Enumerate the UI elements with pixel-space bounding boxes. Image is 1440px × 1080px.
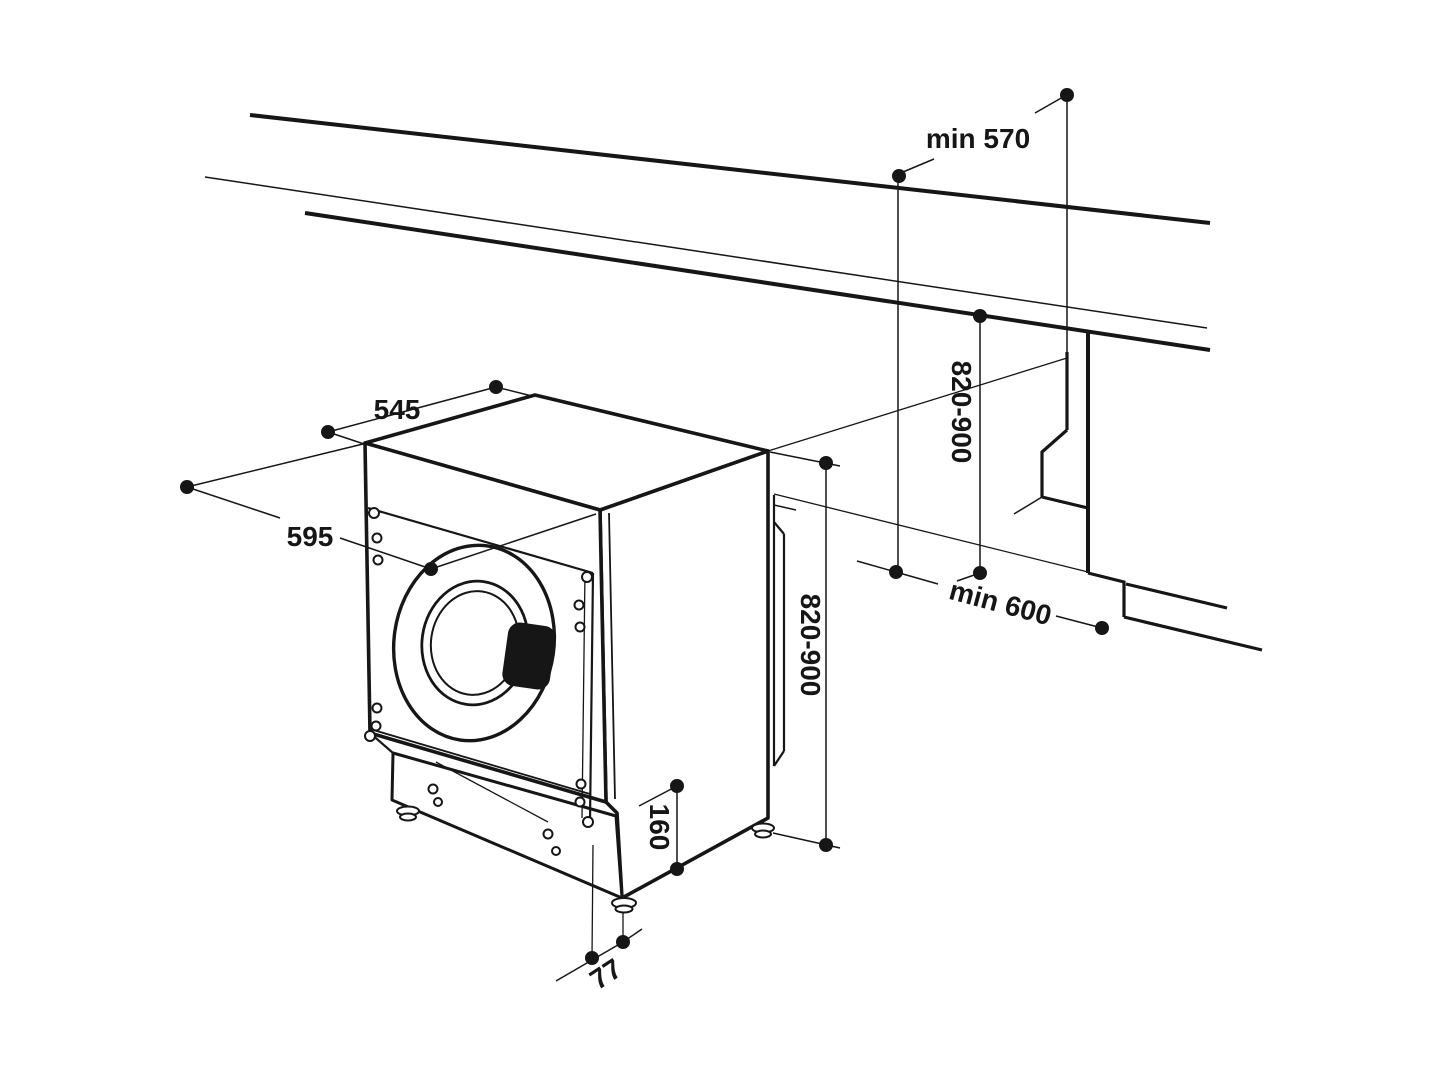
mounting-hole (574, 621, 586, 633)
cabinet-plinth-top-edge (1125, 582, 1228, 610)
worktop-back-edge (249, 113, 1211, 225)
mounting-hole (364, 730, 376, 742)
dim-label-appliance-height: 820-900 (795, 594, 826, 697)
right-cabinet (1086, 331, 1263, 652)
dim-reference-line (591, 844, 594, 959)
mounting-holes (364, 507, 594, 856)
dim-endpoint (892, 169, 906, 183)
mounting-panel-top-edge (367, 506, 594, 575)
mounting-hole (371, 702, 383, 714)
worktop (204, 113, 1211, 352)
mounting-hole (371, 532, 383, 544)
dim-endpoint (1060, 88, 1074, 102)
adjustable-feet (396, 805, 775, 914)
dim-endpoint (819, 456, 833, 470)
machine-right-face (598, 449, 770, 900)
dim-endpoint (889, 565, 903, 579)
dimension-appliance-height: 820-900 (769, 451, 841, 852)
cabinet-side-tick (1013, 496, 1043, 515)
cabinet-side-lower-edge (1041, 495, 1089, 510)
rear-right-foot-base (754, 829, 772, 839)
floor-line (1123, 615, 1263, 652)
panel-top-chamfer (773, 521, 785, 535)
washing-machine (363, 393, 775, 914)
worktop-front-top-edge (204, 176, 1208, 329)
mounting-hole (582, 816, 594, 828)
front-right-foot-base (614, 904, 634, 914)
dim-endpoint (321, 425, 335, 439)
panel-bottom-chamfer (773, 750, 785, 767)
dim-leader (186, 443, 364, 488)
dim-label-undercounter-height: 820-900 (946, 361, 977, 464)
mounting-hole (574, 796, 586, 808)
front-left-foot-base (399, 812, 417, 822)
dim-endpoint (973, 566, 987, 580)
dim-endpoint (670, 779, 684, 793)
dim-endpoint (585, 951, 599, 965)
dimensions: 545 595 min 570 820-90 (180, 88, 1109, 996)
dim-line (186, 486, 281, 519)
mounting-hole (573, 599, 585, 611)
mounting-panel-right-inner-edge (581, 570, 586, 819)
dim-line (327, 386, 497, 433)
panel-top-line (773, 504, 797, 511)
mounting-panel-right-edge (588, 572, 595, 822)
niche-rear-cabinet-side (1013, 352, 1089, 515)
mounting-hole (372, 554, 384, 566)
surrounding-cabinetry (767, 331, 1263, 767)
dim-endpoint (180, 480, 194, 494)
machine-front-right-inner-edge (608, 512, 616, 800)
mounting-hole (370, 720, 382, 732)
mounting-hole (575, 778, 587, 790)
dim-line (1055, 615, 1103, 629)
dim-endpoint (489, 380, 503, 394)
dim-endpoint (819, 838, 833, 852)
dimension-top-depth: 545 (321, 380, 533, 445)
dim-endpoint (670, 862, 684, 876)
adjacent-door-panel (772, 495, 797, 767)
dim-label-niche-width: min 600 (946, 574, 1055, 631)
dim-endpoint (616, 935, 630, 949)
dim-label-top-depth: 545 (374, 394, 421, 425)
cabinet-plinth-step (1087, 571, 1126, 617)
niche-floor-line (773, 493, 1089, 573)
door-handle (502, 622, 556, 690)
dim-endpoint (1095, 621, 1109, 635)
dim-leader (430, 513, 597, 570)
niche-top-line (767, 357, 1068, 452)
dimension-worktop-depth: min 570 (892, 88, 1074, 572)
dim-line (339, 537, 432, 570)
mounting-hole (368, 507, 380, 519)
plinth-hole (427, 783, 439, 795)
dim-leader (902, 158, 935, 173)
mounting-panel-bottom-edge (369, 728, 591, 795)
dim-endpoint (973, 309, 987, 323)
cabinet-side-step (1040, 428, 1069, 497)
dim-label-plinth-height: 160 (644, 804, 675, 851)
dim-leader (1034, 96, 1064, 114)
dim-label-front-width: 595 (287, 521, 334, 552)
plinth-hole (433, 797, 443, 807)
dim-leader (638, 785, 678, 807)
dimension-undercounter-height: 820-900 (946, 309, 987, 582)
dimension-front-width: 595 (180, 443, 597, 576)
door (391, 543, 557, 743)
worktop-front-bottom-edge (304, 211, 1211, 352)
dim-endpoint (424, 562, 438, 576)
dimension-plinth-height: 160 (638, 779, 684, 876)
plinth-hole (542, 828, 554, 840)
mounting-panel (367, 506, 595, 822)
plinth-hole (551, 846, 561, 856)
machine-plinth-detail-line (435, 761, 549, 823)
mounting-hole (581, 571, 593, 583)
dim-label-worktop-depth: min 570 (926, 123, 1030, 154)
